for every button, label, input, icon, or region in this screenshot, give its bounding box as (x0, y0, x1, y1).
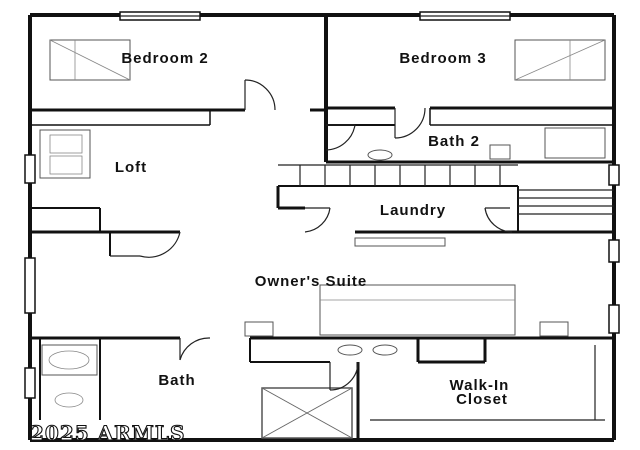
room-label-bath: Bath (158, 372, 195, 389)
outer-walls (28, 13, 616, 442)
furniture (39, 39, 606, 439)
watermark: 2025 ARMLS (30, 421, 185, 445)
walk-in-closet-line-2: Closet (456, 391, 508, 408)
top-windows (119, 11, 511, 21)
room-label-bath-2: Bath 2 (428, 133, 480, 150)
interior-walls (30, 15, 614, 440)
walk-in-closet-line-1: Walk-In (450, 377, 510, 394)
room-label-laundry: Laundry (380, 202, 446, 219)
side-windows (24, 154, 620, 399)
room-label-bedroom-3: Bedroom 3 (399, 50, 486, 67)
door-swings (110, 79, 513, 391)
room-label-owners-suite: Owner's Suite (255, 273, 367, 290)
room-label-loft: Loft (115, 159, 147, 176)
room-label-walk-in-closet: Walk-In Closet (450, 377, 515, 408)
room-label-bedroom-2: Bedroom 2 (121, 50, 208, 67)
